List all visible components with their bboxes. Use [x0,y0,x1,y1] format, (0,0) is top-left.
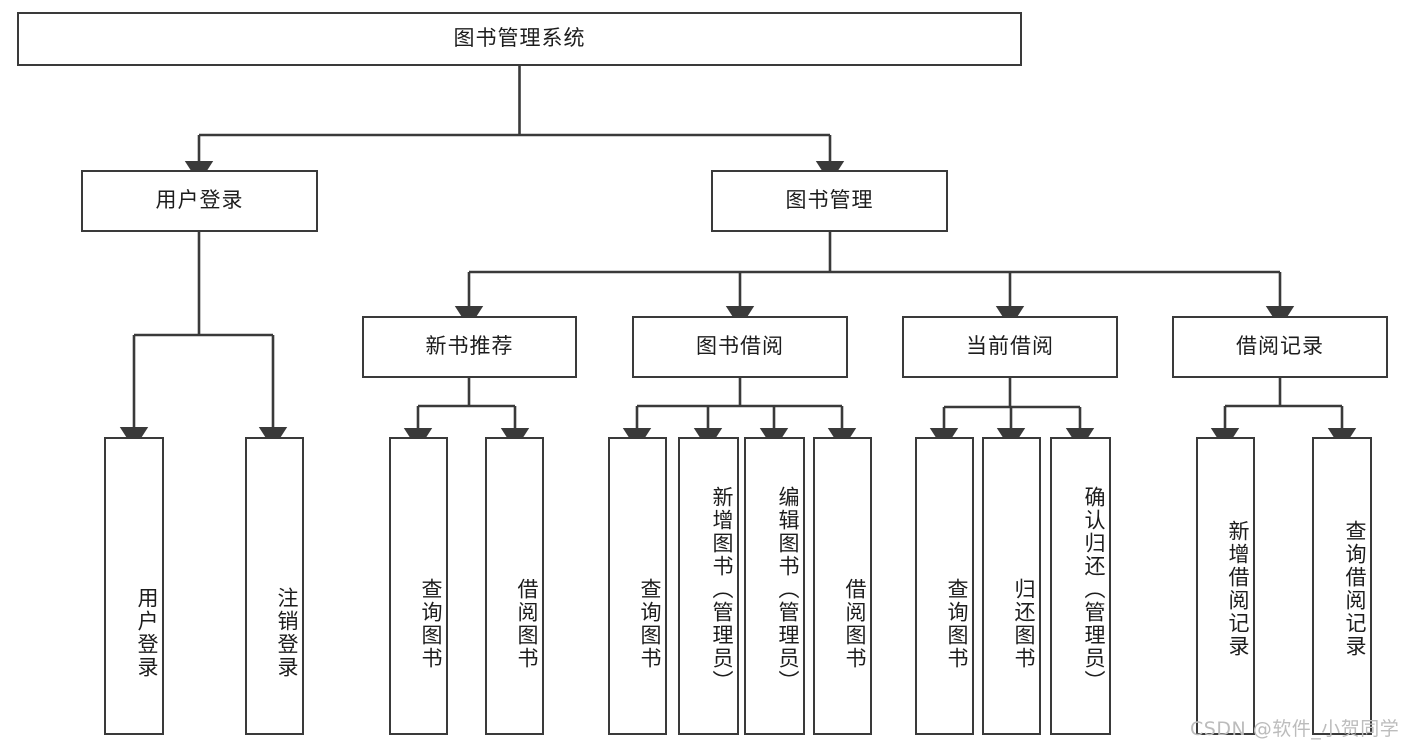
leaf-confirm-return-admin[interactable]: 确认归还（管理员） [1050,437,1111,735]
node-new-book-recommend[interactable]: 新书推荐 [362,316,577,378]
leaf-add-borrow-record[interactable]: 新增借阅记录 [1196,437,1255,735]
leaf-edit-book-admin[interactable]: 编辑图书（管理员） [744,437,805,735]
leaf-query-borrow-record[interactable]: 查询借阅记录 [1312,437,1372,735]
leaf-query-book-current[interactable]: 查询图书 [915,437,974,735]
leaf-add-book-admin[interactable]: 新增图书（管理员） [678,437,739,735]
leaf-user-login-label: 用户登录 [135,587,159,679]
leaf-logout-login[interactable]: 注销登录 [245,437,304,735]
leaf-confirm-return-admin-label: 确认归还（管理员） [1082,485,1106,693]
leaf-logout-login-label: 注销登录 [275,587,299,679]
node-root[interactable]: 图书管理系统 [17,12,1022,66]
node-book-borrow[interactable]: 图书借阅 [632,316,848,378]
leaf-add-borrow-record-label: 新增借阅记录 [1226,520,1250,658]
leaf-query-book-borrow[interactable]: 查询图书 [608,437,667,735]
node-borrow-record-label: 借阅记录 [1236,334,1324,359]
leaf-borrow-book-recommend[interactable]: 借阅图书 [485,437,544,735]
node-new-book-recommend-label: 新书推荐 [425,334,514,359]
node-current-borrow[interactable]: 当前借阅 [902,316,1118,378]
leaf-edit-book-admin-label: 编辑图书（管理员） [776,485,800,693]
leaf-borrow-book-recommend-label: 借阅图书 [515,578,539,670]
leaf-query-book-recommend[interactable]: 查询图书 [389,437,448,735]
node-book-management-label: 图书管理 [785,188,874,213]
leaf-return-book-label: 归还图书 [1012,578,1036,670]
leaf-return-book[interactable]: 归还图书 [982,437,1041,735]
leaf-query-book-current-label: 查询图书 [945,578,969,670]
leaf-user-login[interactable]: 用户登录 [104,437,164,735]
leaf-query-book-recommend-label: 查询图书 [419,578,443,670]
leaf-query-borrow-record-label: 查询借阅记录 [1343,520,1367,658]
leaf-add-book-admin-label: 新增图书（管理员） [710,485,734,693]
node-book-management[interactable]: 图书管理 [711,170,948,232]
node-borrow-record[interactable]: 借阅记录 [1172,316,1388,378]
node-user-login-label: 用户登录 [155,188,244,213]
csdn-watermark: CSDN @软件_小贺同学 [1190,718,1400,740]
leaf-borrow-book-borrow-label: 借阅图书 [843,578,867,670]
leaf-borrow-book-borrow[interactable]: 借阅图书 [813,437,872,735]
node-current-borrow-label: 当前借阅 [966,334,1054,359]
leaf-query-book-borrow-label: 查询图书 [638,578,662,670]
node-book-borrow-label: 图书借阅 [696,334,784,359]
node-user-login[interactable]: 用户登录 [81,170,318,232]
node-root-label: 图书管理系统 [453,26,586,51]
